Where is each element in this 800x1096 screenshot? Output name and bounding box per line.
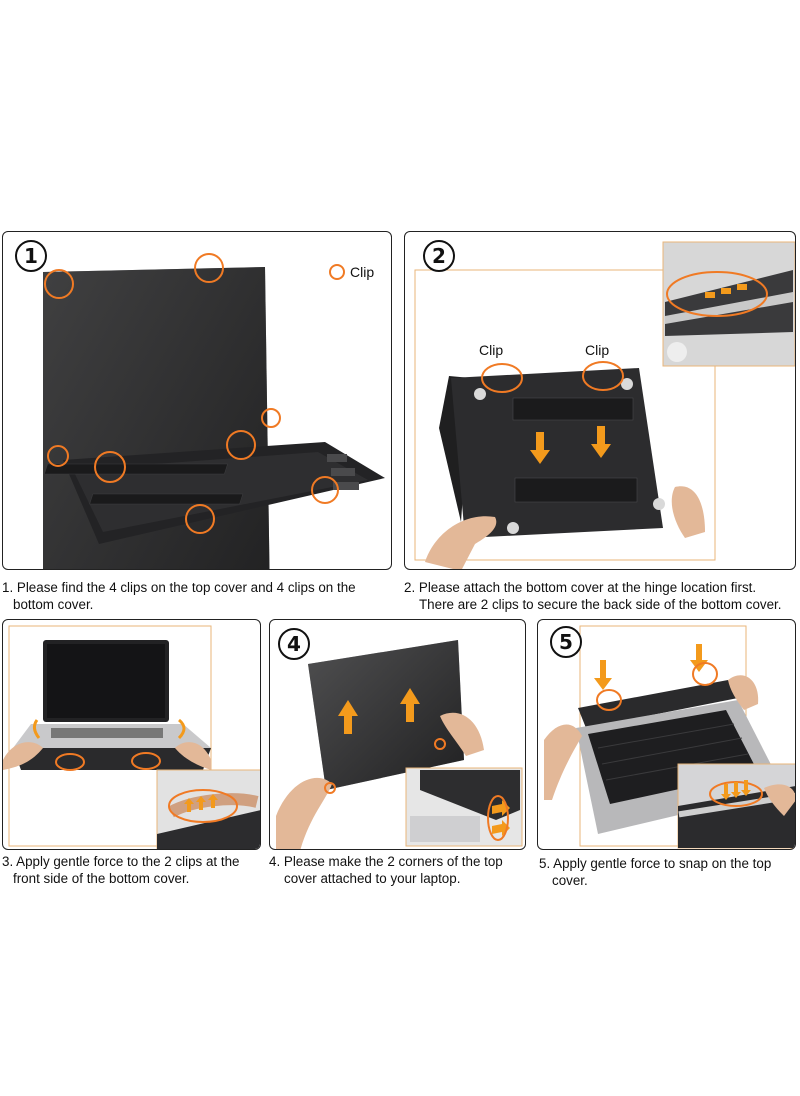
step-2-caption: 2. Please attach the bottom cover at the… [404, 579, 800, 613]
clip-legend-label: Clip [350, 264, 375, 280]
snap-top-cover-illustration [544, 625, 795, 849]
arrow-up-icon [338, 688, 420, 734]
front-clips-illustration [3, 625, 260, 849]
step-3-caption-line1: 3. Apply gentle force to the 2 clips at … [2, 854, 240, 869]
arrow-down-icon [530, 426, 611, 464]
step-1-caption: 1. Please find the 4 clips on the top co… [2, 579, 394, 613]
step-2-panel: 2 Clip Clip [404, 231, 796, 570]
step-4-panel: 4 [269, 619, 526, 850]
clip-legend: Clip [329, 264, 374, 280]
step-3-caption: 3. Apply gentle force to the 2 clips at … [2, 853, 264, 887]
step-1-panel: 1 Clip [2, 231, 392, 570]
step-5-caption: 5. Apply gentle force to snap on the top… [539, 855, 797, 889]
step-3-caption-line2: front side of the bottom cover. [13, 871, 190, 886]
step-1-caption-line2: bottom cover. [13, 597, 94, 612]
step-5-number: 5 [550, 626, 582, 658]
step-5-panel: 5 [537, 619, 796, 850]
attach-bottom-cover-illustration [414, 241, 795, 569]
clip-label-right: Clip [585, 342, 610, 358]
clip-label-left: Clip [479, 342, 504, 358]
step-4-caption-line1: 4. Please make the 2 corners of the top [269, 854, 503, 869]
step-4-caption: 4. Please make the 2 corners of the top … [269, 853, 531, 887]
step-2-number: 2 [423, 240, 455, 272]
hand-icon [425, 516, 497, 569]
step-2-caption-line1: 2. Please attach the bottom cover at the… [404, 580, 757, 595]
step-1-caption-line1: 1. Please find the 4 clips on the top co… [2, 580, 356, 595]
step-5-caption-line2: cover. [552, 873, 588, 888]
step-3-panel [2, 619, 261, 850]
top-cover-corners-illustration [276, 640, 523, 849]
step-4-number: 4 [278, 628, 310, 660]
laptop-case-parts-illustration [43, 253, 385, 569]
step-1-number: 1 [15, 240, 47, 272]
step-4-caption-line2: cover attached to your laptop. [284, 871, 461, 886]
step-2-caption-line2: There are 2 clips to secure the back sid… [419, 597, 782, 612]
clip-ring-icon [329, 264, 345, 280]
step-5-caption-line1: 5. Apply gentle force to snap on the top [539, 856, 772, 871]
arrow-down-icon [594, 644, 708, 690]
